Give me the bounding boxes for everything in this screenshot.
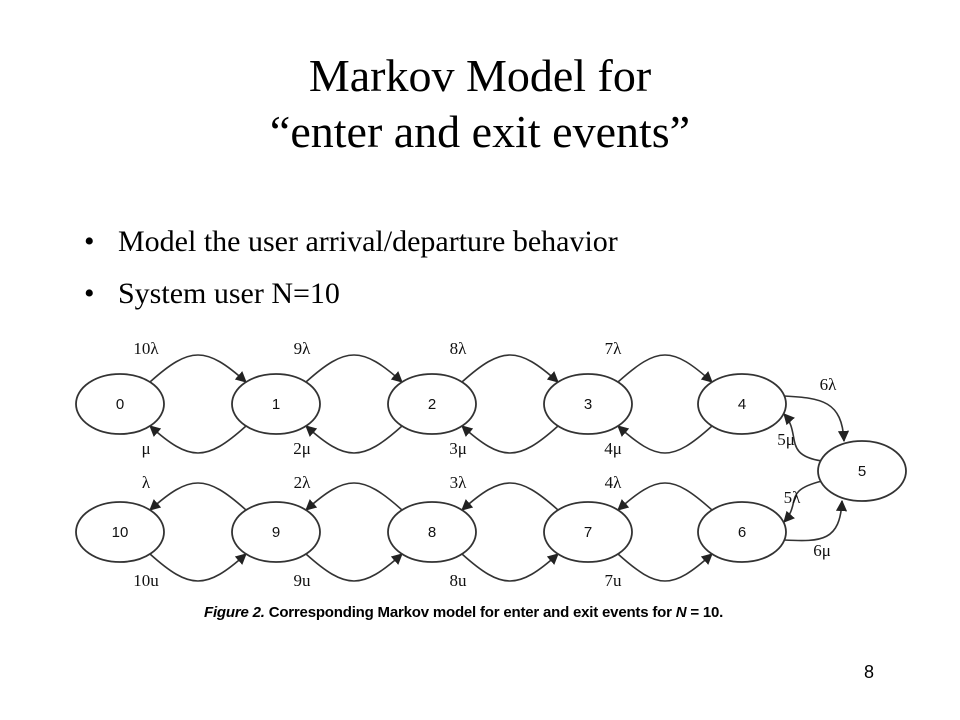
rate-label: 8u xyxy=(450,571,468,590)
rate-label: 4μ xyxy=(604,439,622,458)
rate-label: 5μ xyxy=(777,430,795,449)
transition-arrival-arrow xyxy=(305,354,403,383)
rate-label: 5λ xyxy=(784,488,802,507)
state-label: 7 xyxy=(584,524,592,541)
transition-departure-arrow xyxy=(305,425,403,454)
state-label: 10 xyxy=(112,524,129,541)
bullet-text: Model the user arrival/departure behavio… xyxy=(118,225,618,258)
transition-arrival-arrow xyxy=(617,354,713,383)
state-label: 8 xyxy=(428,524,436,541)
transition-arrival-arrow xyxy=(783,480,823,523)
transition-departure-arrow xyxy=(783,499,848,542)
state-label: 1 xyxy=(272,396,280,413)
caption-tail: = 10. xyxy=(690,604,724,621)
state-label: 2 xyxy=(428,396,436,413)
state-label: 6 xyxy=(738,524,746,541)
transition-departure-arrow xyxy=(461,425,559,454)
state-node xyxy=(697,373,787,435)
rate-label: 10u xyxy=(133,571,159,590)
state-label: 3 xyxy=(584,396,592,413)
rate-label: 10λ xyxy=(133,339,159,358)
transition-arrival-arrow xyxy=(617,482,713,511)
caption-variable: N xyxy=(675,604,687,621)
rate-label: μ xyxy=(141,439,150,458)
transition-departure-arrow xyxy=(305,553,403,582)
bullet-item: • Model the user arrival/departure behavi… xyxy=(84,216,618,268)
state-node xyxy=(817,440,907,502)
transition-arrival-arrow xyxy=(461,354,559,383)
state-node xyxy=(387,501,477,563)
markov-diagram: 10λ μ 9λ 2μ 8λ 3μ 7λ 4μ λ 10u 2λ 9u 3λ 8u 4λ 7u 6λ 5μ 5λ 6μ… xyxy=(75,339,907,590)
caption-text: Corresponding Markov model for enter and… xyxy=(268,604,672,621)
rate-label: 2λ xyxy=(294,473,312,492)
state-node xyxy=(543,373,633,435)
bullet-item: • System user N=10 xyxy=(84,268,618,320)
state-node xyxy=(231,501,321,563)
state-node xyxy=(543,501,633,563)
state-node xyxy=(697,501,787,563)
rate-label: 9λ xyxy=(294,339,312,358)
transition-arrival-arrow xyxy=(461,482,559,511)
transition-departure-arrow xyxy=(461,553,559,582)
transition-arrival-arrow xyxy=(149,482,247,511)
bullet-list: • Model the user arrival/departure behavi… xyxy=(84,216,618,320)
title-line-1: Markov Model for xyxy=(308,50,652,101)
rate-label: 7u xyxy=(605,571,623,590)
transition-departure-arrow xyxy=(149,425,247,454)
rate-label: 2μ xyxy=(293,439,311,458)
caption-figure-label: Figure 2. xyxy=(204,604,265,621)
transition-arrival-arrow xyxy=(783,395,850,443)
transition-departure-arrow xyxy=(617,425,713,454)
figure-caption: Figure 2. Corresponding Markov model for… xyxy=(204,604,723,621)
rate-label: 3μ xyxy=(449,439,467,458)
slide-title: Markov Model for “enter and exit events” xyxy=(0,48,960,160)
state-label: 5 xyxy=(858,463,866,480)
rate-label: 6μ xyxy=(813,541,831,560)
transition-arrival-arrow xyxy=(149,354,247,383)
bullet-text: System user N=10 xyxy=(118,277,340,310)
bullet-marker: • xyxy=(84,225,95,258)
state-node xyxy=(231,373,321,435)
rate-label: 8λ xyxy=(450,339,468,358)
state-node xyxy=(75,501,165,563)
bullet-marker: • xyxy=(84,277,95,310)
transition-departure-arrow xyxy=(149,553,247,582)
rate-label: 3λ xyxy=(450,473,468,492)
state-node xyxy=(75,373,165,435)
transition-departure-arrow xyxy=(783,413,823,462)
state-label: 9 xyxy=(272,524,280,541)
state-label: 0 xyxy=(116,396,124,413)
title-line-2: “enter and exit events” xyxy=(269,106,691,157)
transition-departure-arrow xyxy=(617,553,713,582)
state-node xyxy=(387,373,477,435)
rate-label: λ xyxy=(142,473,151,492)
rate-label: 9u xyxy=(294,571,312,590)
state-label: 4 xyxy=(738,396,746,413)
rate-label: 6λ xyxy=(820,375,838,394)
rate-label: 7λ xyxy=(605,339,623,358)
page-number: 8 xyxy=(864,662,875,682)
rate-label: 4λ xyxy=(605,473,623,492)
transition-arrival-arrow xyxy=(305,482,403,511)
